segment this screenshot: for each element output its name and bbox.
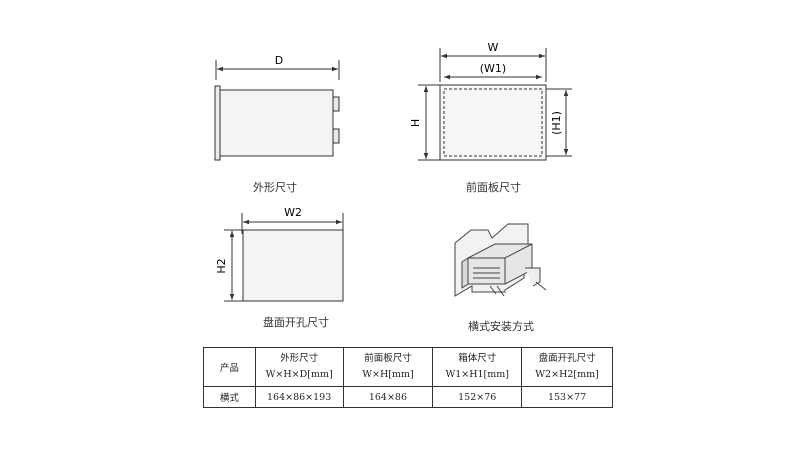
cutout-caption: 盘面开孔尺寸 [263, 316, 329, 329]
cell-cutout: 153×77 [521, 386, 613, 408]
header-body-title: 箱体尺寸 [458, 353, 497, 364]
cell-outline: 164×86×193 [254, 386, 344, 408]
housing [219, 89, 334, 157]
outline-caption: 外形尺寸 [253, 181, 297, 194]
dim-w-label: W [488, 41, 499, 54]
header-cutout-title: 盘面开孔尺寸 [538, 353, 596, 364]
terminal-top [332, 96, 340, 112]
inner-body-outline [443, 88, 543, 157]
cutout-rect [242, 229, 344, 302]
dim-w2-label: W2 [284, 206, 302, 219]
mount-bracket [525, 267, 541, 287]
cell-product: 横式 [203, 386, 256, 408]
header-front-title: 前面板尺寸 [364, 353, 412, 364]
header-front-unit: W×H[mm] [362, 369, 414, 380]
dim-d-label: D [275, 54, 283, 67]
front-frame [461, 257, 469, 289]
header-product: 产品 [203, 347, 256, 387]
header-body-unit: W1×H1[mm] [445, 369, 509, 380]
dimension-diagrams: D W (W1) H (H1) W2 H2 [214, 41, 572, 302]
front-panel-view: W (W1) H (H1) [409, 41, 572, 161]
spec-table: 产品 外形尺寸 W×H×D[mm] 前面板尺寸 W×H[mm] 箱体尺寸 W1×… [203, 347, 613, 408]
front-bezel [214, 85, 221, 161]
front-panel [439, 84, 547, 161]
table-header-row: 产品 外形尺寸 W×H×D[mm] 前面板尺寸 W×H[mm] 箱体尺寸 W1×… [203, 347, 613, 387]
front-panel-caption: 前面板尺寸 [466, 181, 521, 194]
mounting-illustration [454, 223, 547, 297]
cell-body: 152×76 [432, 386, 523, 408]
cell-front: 164×86 [342, 386, 434, 408]
header-outline: 外形尺寸 W×H×D[mm] [254, 347, 344, 387]
header-body: 箱体尺寸 W1×H1[mm] [432, 347, 523, 387]
header-outline-title: 外形尺寸 [280, 353, 319, 364]
outline-side-view: D [214, 54, 340, 161]
header-outline-unit: W×H×D[mm] [265, 369, 333, 380]
cutout-view: W2 H2 [215, 206, 344, 302]
header-cutout-unit: W2×H2[mm] [535, 369, 599, 380]
table-row: 横式 164×86×193 164×86 152×76 153×77 [203, 386, 613, 408]
header-front: 前面板尺寸 W×H[mm] [342, 347, 434, 387]
dim-h2-label: H2 [215, 258, 228, 273]
terminal-bottom [332, 128, 340, 144]
mounting-caption: 横式安装方式 [468, 320, 534, 333]
dim-w1-label: (W1) [480, 62, 506, 75]
header-cutout: 盘面开孔尺寸 W2×H2[mm] [521, 347, 613, 387]
dim-h1-label: (H1) [550, 111, 563, 135]
dim-h-label: H [409, 119, 422, 127]
